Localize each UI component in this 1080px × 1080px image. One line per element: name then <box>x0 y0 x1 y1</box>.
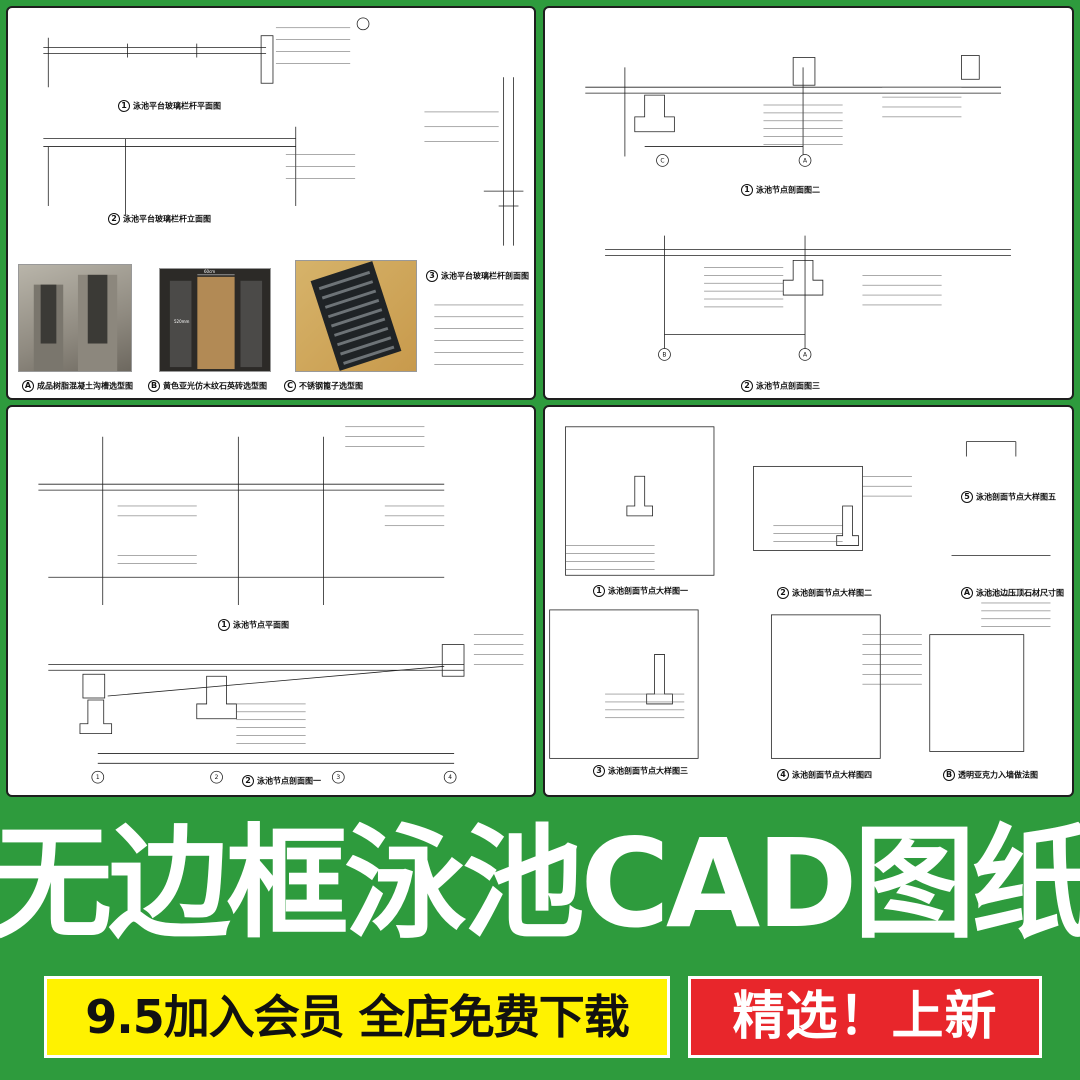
axis-label-a2: A <box>803 351 807 358</box>
axis-label-c: C <box>660 157 664 164</box>
membership-text: 9.5加入会员 全店免费下载 <box>85 990 630 1044</box>
new-arrival-banner[interactable]: 精选！上新 <box>688 976 1042 1058</box>
cad-linework <box>43 17 524 365</box>
new-arrival-text: 精选！上新 <box>732 987 998 1047</box>
width-label: 60cm <box>204 269 216 274</box>
axis-label-a: A <box>803 157 807 164</box>
height-label: 520mm <box>174 319 190 324</box>
drain-channel-photo <box>18 264 132 372</box>
axis-label-4: 4 <box>448 774 452 781</box>
steel-grate-photo <box>295 260 417 372</box>
cad-linework: C A B A <box>585 55 1011 361</box>
membership-banner[interactable]: 9.5加入会员 全店免费下载 <box>44 976 670 1058</box>
axis-label-1: 1 <box>96 774 100 781</box>
title-band: 无边框泳池CAD图纸 <box>0 806 1080 962</box>
cad-linework <box>549 426 1051 759</box>
wood-tile-photo: 60cm 520mm <box>159 268 271 372</box>
page-title: 无边框泳池CAD图纸 <box>0 813 1080 955</box>
axis-label-2: 2 <box>215 774 219 781</box>
axis-label-b: B <box>662 351 666 358</box>
axis-label-3: 3 <box>336 774 340 781</box>
cad-linework: 1 2 3 4 <box>38 426 524 784</box>
